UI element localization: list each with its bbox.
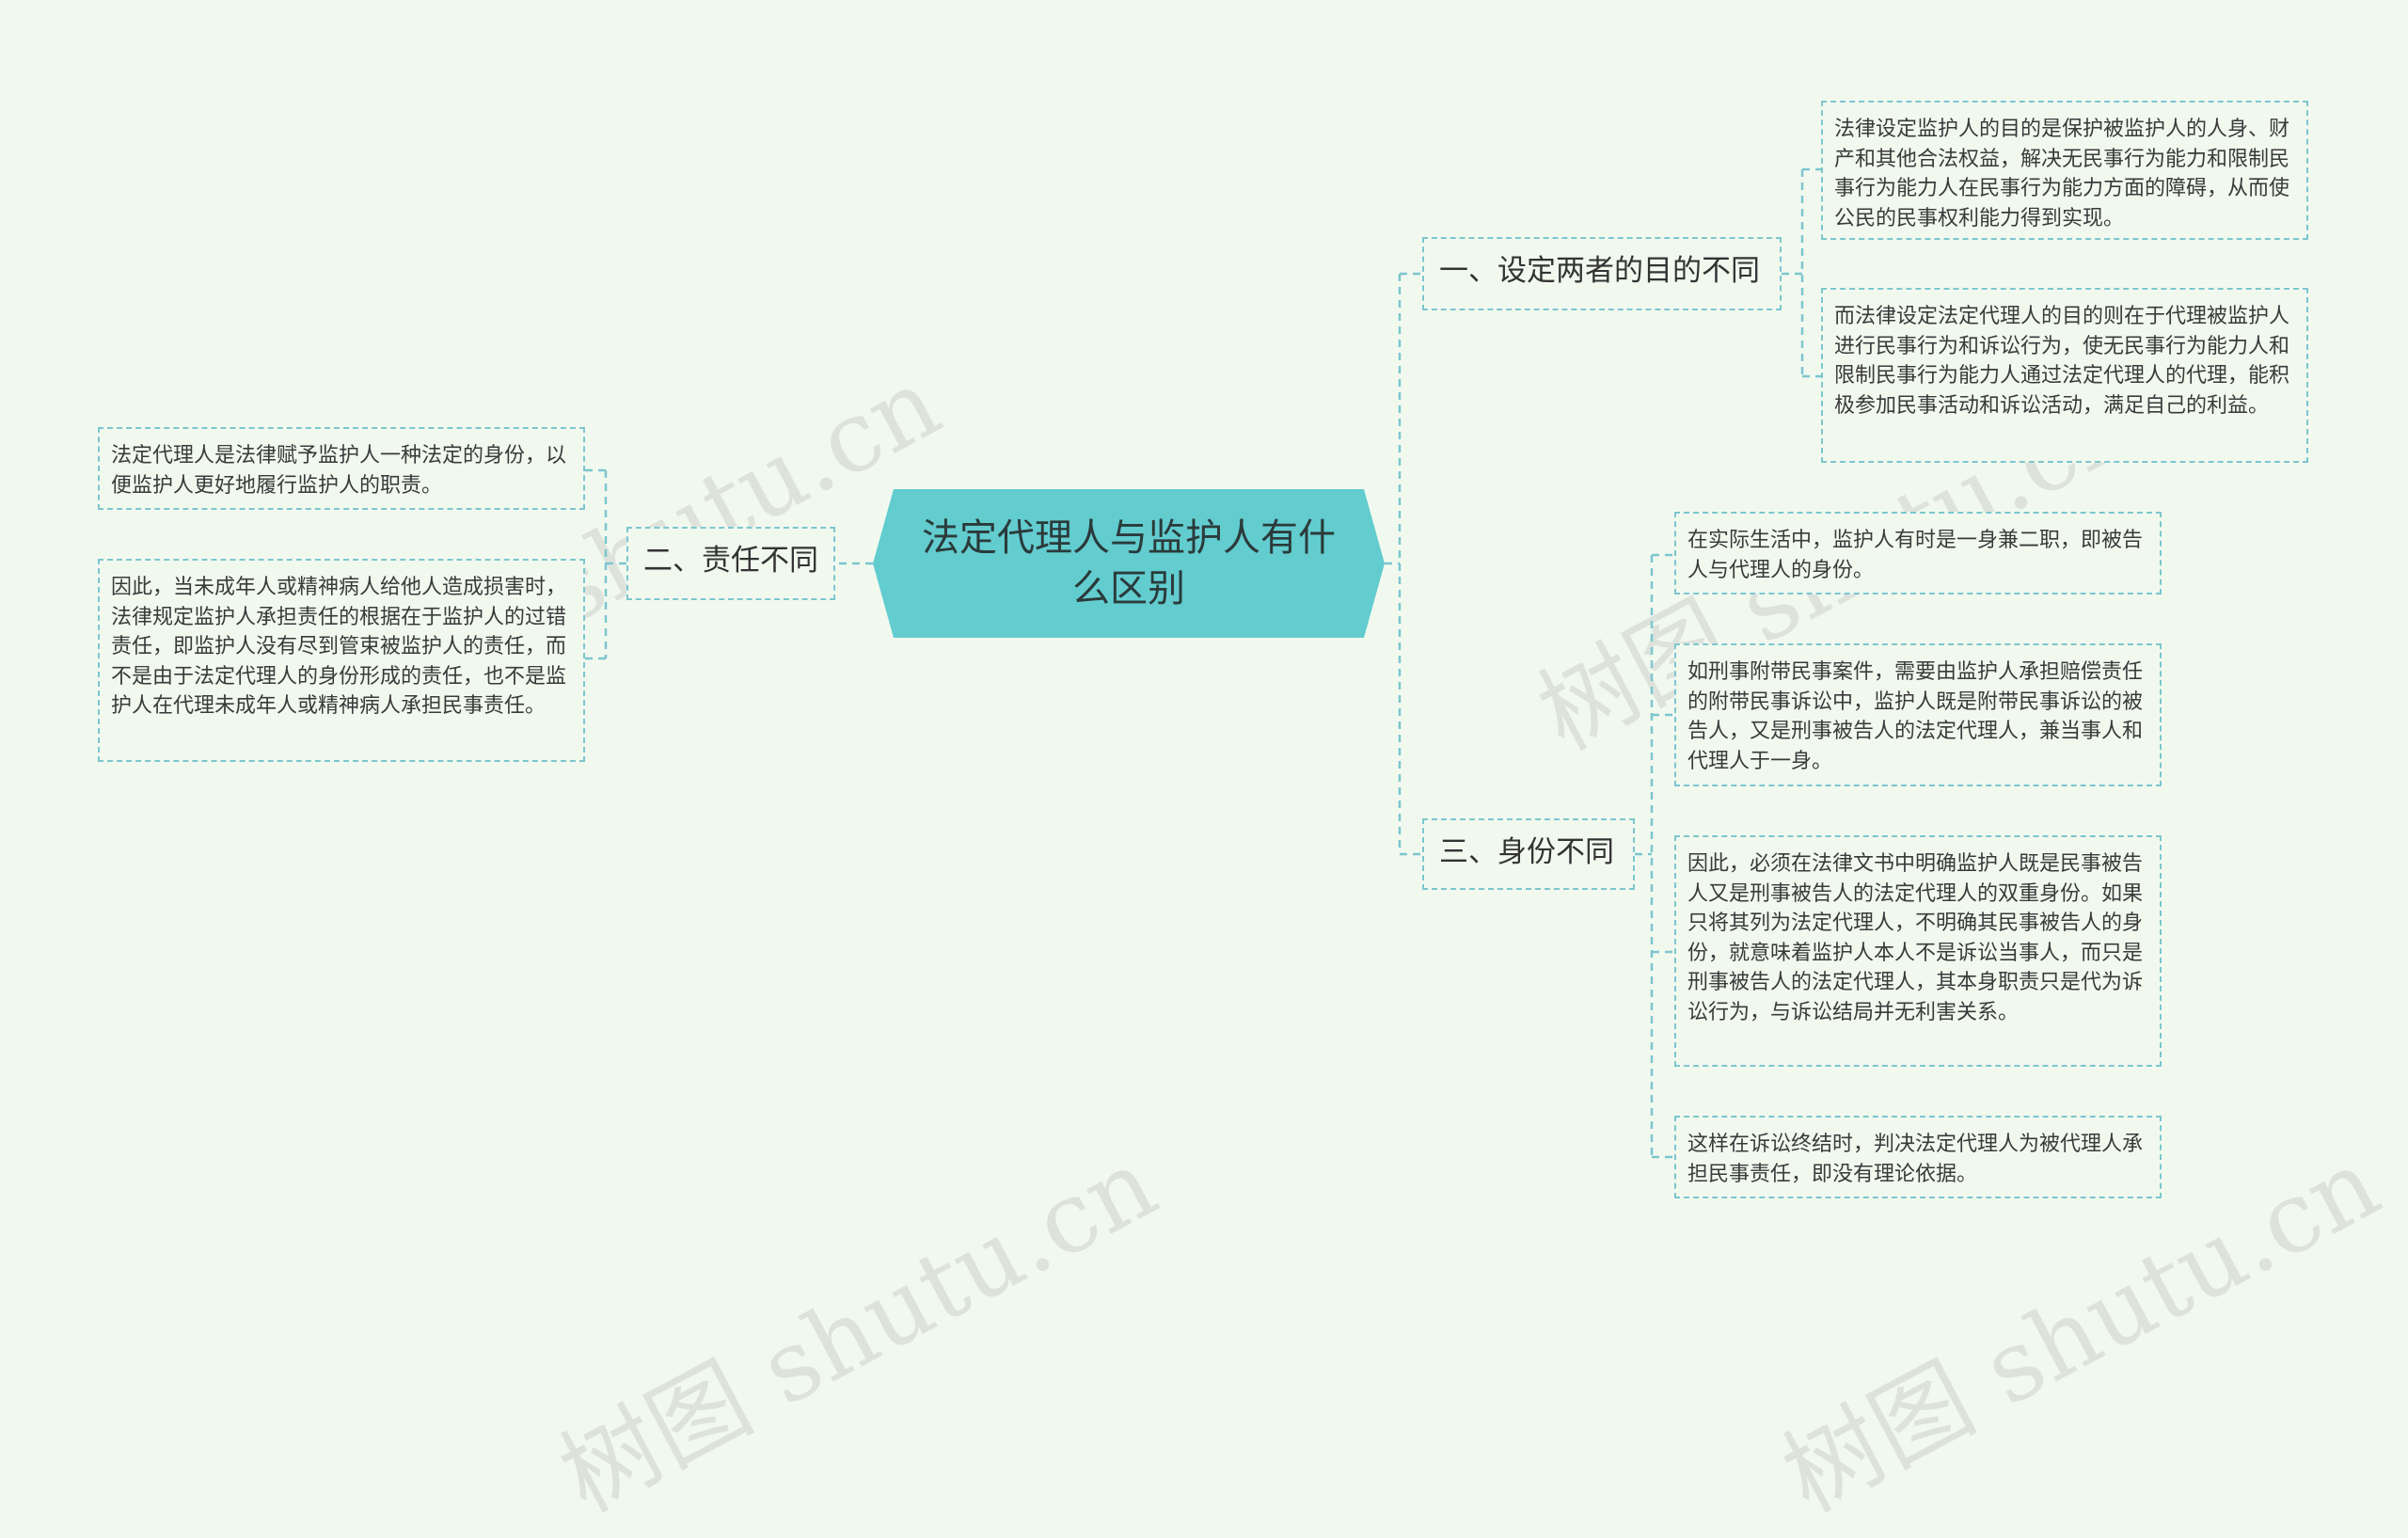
root-node[interactable]: 法定代理人与监护人有什么区别	[873, 489, 1385, 638]
mindmap-canvas: 树图 shutu.cn 树图 shutu.cn 树图 shutu.cn 树图 s…	[98, 101, 2397, 1534]
connector-lines	[585, 167, 1821, 1159]
root-node-shape	[873, 489, 1385, 638]
branch-purpose-difference[interactable]: 一、设定两者的目的不同	[1422, 237, 1782, 310]
leaf-purpose-legal-agent[interactable]: 而法律设定法定代理人的目的则在于代理被监护人进行民事行为和诉讼行为，使无民事行为…	[1821, 288, 2308, 463]
leaf-purpose-guardian[interactable]: 法律设定监护人的目的是保护被监护人的人身、财产和其他合法权益，解决无民事行为能力…	[1821, 101, 2308, 240]
root-title: 法定代理人与监护人有什么区别	[922, 516, 1336, 610]
leaf-identity-legal-documents[interactable]: 因此，必须在法律文书中明确监护人既是民事被告人又是刑事被告人的法定代理人的双重身…	[1674, 835, 2162, 1067]
leaf-identity-litigation-end[interactable]: 这样在诉讼终结时，判决法定代理人为被代理人承担民事责任，即没有理论依据。	[1674, 1116, 2162, 1198]
branch-responsibility-difference[interactable]: 二、责任不同	[626, 527, 835, 600]
leaf-responsibility-fault[interactable]: 因此，当未成年人或精神病人给他人造成损害时，法律规定监护人承担责任的根据在于监护…	[98, 559, 585, 762]
leaf-responsibility-identity[interactable]: 法定代理人是法律赋予监护人一种法定的身份，以便监护人更好地履行监护人的职责。	[98, 427, 585, 510]
leaf-identity-dual-role[interactable]: 在实际生活中，监护人有时是一身兼二职，即被告人与代理人的身份。	[1674, 512, 2162, 595]
branch-identity-difference[interactable]: 三、身份不同	[1422, 818, 1635, 890]
leaf-identity-civil-case[interactable]: 如刑事附带民事案件，需要由监护人承担赔偿责任的附带民事诉讼中，监护人既是附带民事…	[1674, 643, 2162, 786]
